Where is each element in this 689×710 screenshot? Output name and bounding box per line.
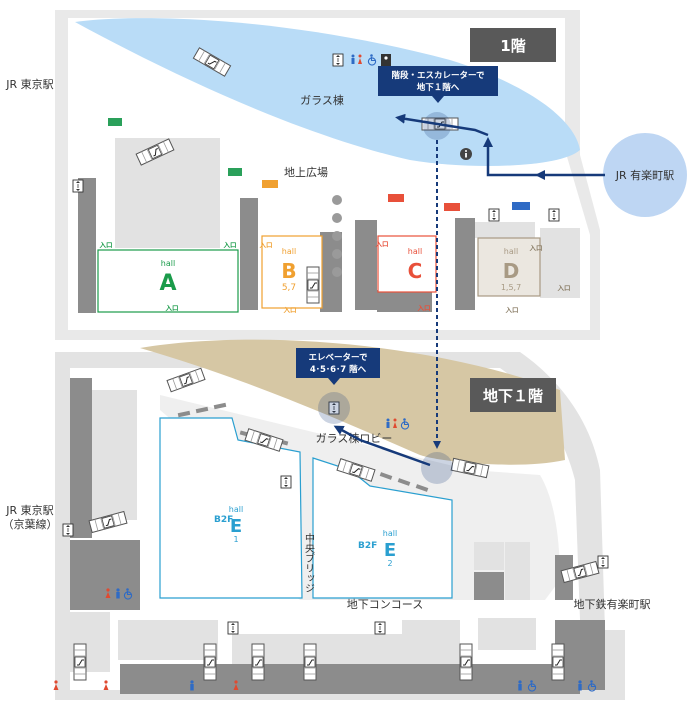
hall-b-small: hall xyxy=(282,247,296,256)
route-arrow xyxy=(483,137,540,177)
elevator-icon xyxy=(488,208,500,222)
restroom-icon xyxy=(190,680,194,691)
restroom-icon xyxy=(578,680,582,691)
nursing-room-icon xyxy=(381,54,391,66)
jr-tokyo-station-label: JR 東京駅 xyxy=(5,77,53,91)
green-exit-sign-icon xyxy=(228,168,242,176)
entrance-label: 入口 xyxy=(557,284,571,292)
entrance-label: 入口 xyxy=(417,304,431,312)
callout-to-upper-line2: 4･5･6･7 階へ xyxy=(310,364,367,375)
entrance-label: 入口 xyxy=(99,241,113,249)
green-exit-sign-icon xyxy=(108,118,122,126)
hall-d-letter: D xyxy=(503,259,520,283)
escalator-icon xyxy=(459,643,473,681)
entrance-label: 入口 xyxy=(283,306,297,314)
hall-e1-number: 1 xyxy=(233,535,238,544)
callout-to-b1: 階段・エスカレーターで 地下１階へ xyxy=(378,66,498,103)
escalator-icon xyxy=(303,643,317,681)
floor-b1-tag: 地下１階 xyxy=(470,378,556,412)
hall-d-number: 1,5,7 xyxy=(501,283,521,292)
elevator-icon xyxy=(332,53,344,67)
entrance-label: 入口 xyxy=(375,240,389,248)
ground-plaza-label: 地上広場 xyxy=(284,166,328,179)
glass-building-label: ガラス棟 xyxy=(300,93,344,107)
escalator-icon xyxy=(73,643,87,681)
callout-to-b1-line2: 地下１階へ xyxy=(417,82,460,93)
jr-tokyo-keiyo-label-1: JR 東京駅 xyxy=(5,503,53,517)
jr-tokyo-keiyo-label-2: （京葉線） xyxy=(3,517,58,531)
escalator-icon xyxy=(306,266,320,304)
callout-to-b1-line1: 階段・エスカレーターで xyxy=(392,70,485,81)
hall-d-small: hall xyxy=(504,247,518,256)
hall-e1-floor: B2F xyxy=(214,515,233,525)
hall-e2-small: hall xyxy=(383,529,397,538)
restroom-icon xyxy=(518,680,522,691)
elevator-icon xyxy=(374,621,386,635)
route-arrow xyxy=(333,425,431,467)
beige-walkway xyxy=(140,339,565,465)
jr-yurakucho-marker: JR 有楽町駅 xyxy=(603,133,687,217)
callout-to-upper-line1: エレベーターで xyxy=(309,352,368,363)
hall-b-number: 5,7 xyxy=(282,283,296,293)
floor-1-label: 1階 xyxy=(500,37,525,55)
entrance-label: 入口 xyxy=(165,304,179,312)
b1-plan: B2F hall E 1 B2F hall E 2 ガラス棟ロビー 中央ブリッジ… xyxy=(3,339,651,700)
hall-a-small: hall xyxy=(161,259,175,268)
restroom-icon xyxy=(116,588,120,599)
central-bridge-label: 中央ブリッジ xyxy=(303,532,315,593)
hall-e1-letter: E xyxy=(230,516,242,537)
hall-e2-letter: E xyxy=(384,540,396,561)
entrance-label: 入口 xyxy=(529,244,543,252)
entrance-label: 入口 xyxy=(223,241,237,249)
escalator-icon xyxy=(251,643,265,681)
underground-concourse-label: 地下コンコース xyxy=(347,598,423,611)
entrance-label: 入口 xyxy=(505,306,519,314)
route-arrow xyxy=(395,113,489,137)
callout-to-upper: エレベーターで 4･5･6･7 階へ xyxy=(296,348,380,385)
elevator-icon xyxy=(548,208,560,222)
information-icon xyxy=(460,148,472,160)
jr-yurakucho-label: JR 有楽町駅 xyxy=(615,168,674,182)
floor-b1-label: 地下１階 xyxy=(483,387,543,405)
elevator-icon xyxy=(62,523,74,537)
subway-yurakucho-label: 地下鉄有楽町駅 xyxy=(574,597,651,611)
escalator-icon xyxy=(551,643,565,681)
elevator-icon xyxy=(280,475,292,489)
hall-c-letter: C xyxy=(408,259,423,283)
hall-e2-floor: B2F xyxy=(358,541,377,551)
hall-c-small: hall xyxy=(408,247,422,256)
elevator-icon xyxy=(72,179,84,193)
hall-e2-number: 2 xyxy=(387,559,392,568)
elevator-icon xyxy=(597,555,609,569)
escalator-icon xyxy=(203,643,217,681)
floor-1-tag: 1階 xyxy=(470,28,556,62)
hall-e1-small: hall xyxy=(229,505,243,514)
hall-a-letter: A xyxy=(159,271,176,296)
elevator-icon xyxy=(227,621,239,635)
entrance-label: 入口 xyxy=(259,241,273,249)
hall-b-letter: B xyxy=(281,259,296,283)
